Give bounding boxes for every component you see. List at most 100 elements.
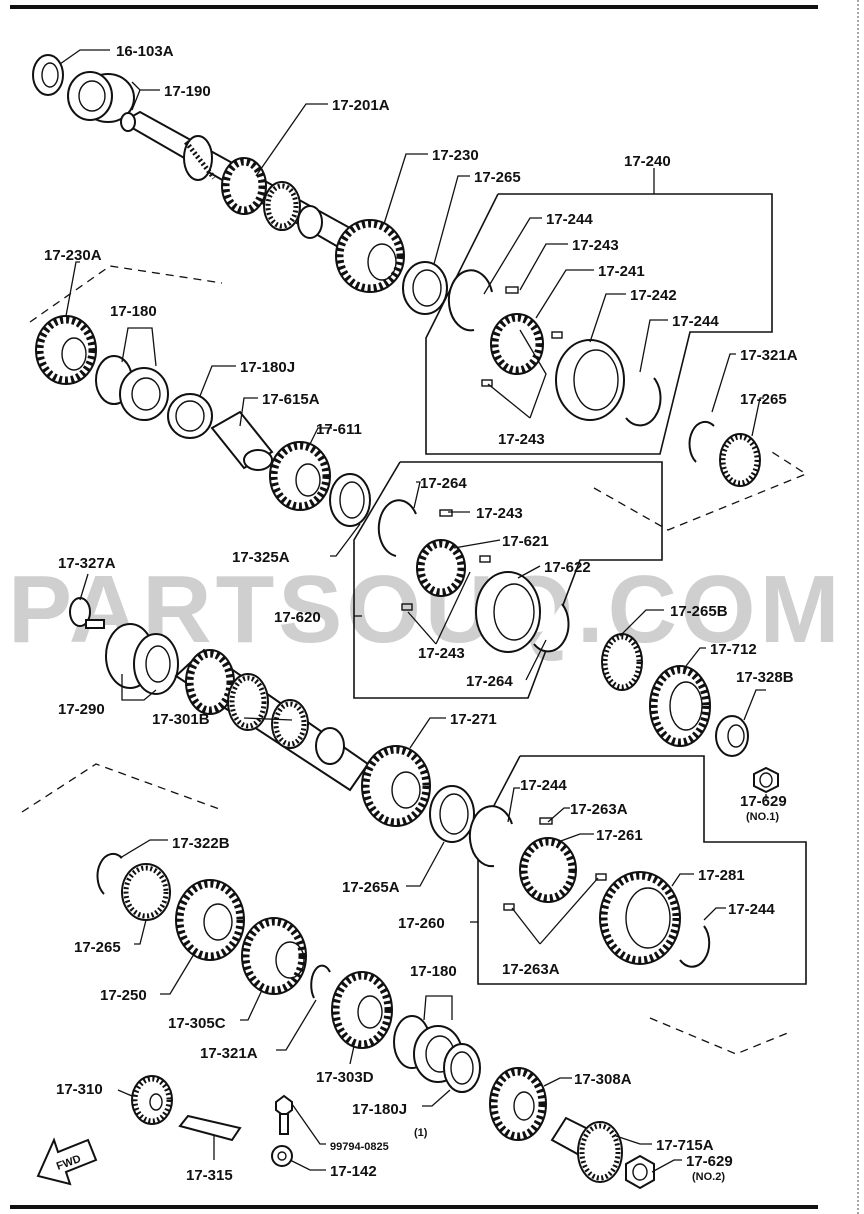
ring-17-265-right (719, 433, 761, 487)
bolt-99794-0825 (275, 1094, 293, 1135)
label-17-190: 17-190 (164, 83, 211, 100)
label-17-629-no1: 17-629 (740, 793, 787, 810)
label-17-264-a: 17-264 (420, 475, 467, 492)
label-17-180j-b: 17-180J (352, 1101, 407, 1118)
gear-17-303d (331, 971, 393, 1049)
part-labels: 16-103A 17-190 17-201A 17-230 17-265 17-… (44, 43, 798, 1184)
guide-dashed-lower-left (21, 763, 223, 813)
washer-17-180j-upper (167, 393, 213, 439)
label-17-622: 17-622 (544, 559, 591, 576)
label-17-242: 17-242 (630, 287, 677, 304)
label-17-271: 17-271 (450, 711, 497, 728)
label-17-281: 17-281 (698, 867, 745, 884)
bracket-17-142 (271, 1145, 293, 1167)
ring-17-325a (329, 473, 371, 527)
label-17-265-a: 17-265 (474, 169, 521, 186)
sleeve-17-615a (210, 410, 274, 471)
label-17-265a: 17-265A (342, 879, 400, 896)
label-17-321a-a: 17-321A (740, 347, 798, 364)
label-17-230a: 17-230A (44, 247, 102, 264)
gear-17-305c (241, 917, 307, 995)
label-17-305c: 17-305C (168, 1015, 226, 1032)
nut-17-629-no2 (625, 1154, 655, 1190)
label-17-243-b: 17-243 (498, 431, 545, 448)
label-17-261: 17-261 (596, 827, 643, 844)
label-16-103a: 16-103A (116, 43, 174, 60)
synchro-17-260-parts (468, 805, 711, 968)
label-17-243-c: 17-243 (476, 505, 523, 522)
label-17-243-d: 17-243 (418, 645, 465, 662)
ring-17-327a (69, 597, 105, 629)
bearing-16-103a (32, 54, 64, 96)
label-17-240: 17-240 (624, 153, 671, 170)
washer-17-180j-lower (443, 1043, 481, 1093)
ring-17-321a-upper (688, 420, 715, 463)
label-17-328b: 17-328B (736, 669, 794, 686)
collar-17-328b (715, 715, 749, 757)
gear-17-230 (335, 219, 405, 293)
counter-shaft-17-301b (174, 648, 370, 792)
ring-17-321a-lower (310, 964, 331, 999)
ring-17-265-lower (121, 863, 171, 921)
label-17-621: 17-621 (502, 533, 549, 550)
label-17-265-c: 17-265 (74, 939, 121, 956)
label-17-629-no2: 17-629 (686, 1153, 733, 1170)
label-17-315: 17-315 (186, 1167, 233, 1184)
label-17-244-a: 17-244 (546, 211, 593, 228)
label-17-322b: 17-322B (172, 835, 230, 852)
gear-17-611 (269, 441, 331, 511)
label-no1: (NO.1) (746, 811, 779, 823)
leader-lines (59, 49, 767, 1173)
label-17-241: 17-241 (598, 263, 645, 280)
synchro-17-240-parts (447, 269, 662, 427)
fwd-arrow-icon: FWD (36, 1137, 98, 1186)
label-17-715a: 17-715A (656, 1137, 714, 1154)
label-99794-0825: 99794-0825 (330, 1141, 389, 1153)
ring-17-265-upper (402, 261, 448, 315)
guide-dashed-upper-left (29, 265, 223, 323)
gear-17-271 (361, 745, 431, 827)
guide-dashed-upper-right (593, 451, 808, 531)
gear-17-712 (649, 665, 711, 747)
gear-17-715a (550, 1116, 623, 1183)
label-17-265b: 17-265B (670, 603, 728, 620)
ring-17-265b (601, 633, 643, 691)
label-17-308a: 17-308A (574, 1071, 632, 1088)
bearing-17-190 (67, 71, 135, 123)
assembly-box-17-240 (425, 193, 773, 455)
label-17-142: 17-142 (330, 1163, 377, 1180)
label-17-180j-a: 17-180J (240, 359, 295, 376)
bearing-17-290 (105, 623, 179, 695)
label-qty-1: (1) (414, 1127, 428, 1139)
bearing-17-180-lower (393, 1015, 463, 1083)
main-shaft-17-201a (119, 110, 352, 250)
label-17-321a-b: 17-321A (200, 1045, 258, 1062)
gear-17-250 (175, 879, 245, 961)
label-17-325a: 17-325A (232, 549, 290, 566)
pin-17-315 (178, 1114, 242, 1142)
label-17-243-a: 17-243 (572, 237, 619, 254)
label-17-260: 17-260 (398, 915, 445, 932)
label-17-265-b: 17-265 (740, 391, 787, 408)
label-17-712: 17-712 (710, 641, 757, 658)
gear-17-230a (35, 315, 97, 385)
label-17-244-b: 17-244 (672, 313, 719, 330)
bearing-17-180-upper (95, 355, 169, 421)
synchro-17-620-parts (377, 499, 570, 653)
label-17-263a-a: 17-263A (570, 801, 628, 818)
label-no2: (NO.2) (692, 1171, 725, 1183)
label-17-290: 17-290 (58, 701, 105, 718)
label-17-615a: 17-615A (262, 391, 320, 408)
label-17-327a: 17-327A (58, 555, 116, 572)
label-17-301b: 17-301B (152, 711, 210, 728)
label-17-230: 17-230 (432, 147, 479, 164)
label-17-310: 17-310 (56, 1081, 103, 1098)
label-17-264-b: 17-264 (466, 673, 513, 690)
guide-dashed-lower-right (649, 1017, 791, 1055)
label-17-180-a: 17-180 (110, 303, 157, 320)
gear-17-310 (131, 1075, 173, 1125)
label-17-263a-b: 17-263A (502, 961, 560, 978)
ring-17-322b (96, 852, 123, 895)
label-17-201a: 17-201A (332, 97, 390, 114)
